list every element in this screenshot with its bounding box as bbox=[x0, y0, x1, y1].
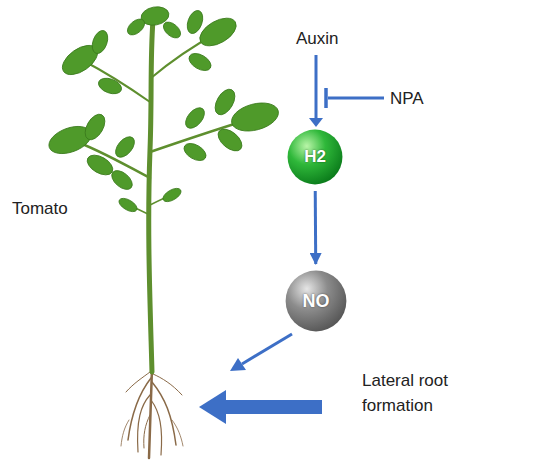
text-label: Auxin bbox=[296, 26, 339, 51]
root bbox=[121, 420, 129, 446]
tomato-roots bbox=[121, 368, 183, 458]
text-label: Tomato bbox=[12, 196, 68, 221]
inhibition-line bbox=[328, 97, 384, 100]
leaf bbox=[112, 133, 138, 160]
molecule-name: H2 bbox=[304, 147, 326, 167]
molecule-sphere: NO bbox=[285, 270, 347, 332]
branch bbox=[82, 60, 150, 102]
root bbox=[144, 415, 150, 448]
leaf bbox=[81, 111, 109, 143]
big-arrowhead bbox=[199, 390, 226, 424]
pathway-arrow bbox=[314, 191, 318, 264]
leaf bbox=[186, 50, 214, 74]
stem bbox=[149, 20, 153, 372]
leaf bbox=[84, 151, 116, 179]
leaf bbox=[181, 140, 209, 164]
leaf bbox=[89, 28, 110, 55]
leaf bbox=[108, 167, 135, 193]
leaf bbox=[184, 8, 205, 35]
leaf bbox=[96, 75, 123, 96]
sphere bbox=[286, 271, 347, 332]
text-label: NPA bbox=[390, 86, 424, 111]
root bbox=[152, 382, 176, 445]
tomato-leaves bbox=[45, 5, 281, 215]
sphere bbox=[288, 130, 343, 185]
leaf bbox=[160, 19, 183, 41]
big-arrow-shaft bbox=[224, 400, 322, 414]
auxin-arrow-shaft bbox=[315, 55, 318, 119]
root bbox=[172, 420, 183, 446]
molecule-name: NO bbox=[303, 291, 330, 312]
root bbox=[126, 372, 150, 392]
root bbox=[151, 400, 162, 455]
root bbox=[153, 374, 182, 395]
tomato-stem bbox=[72, 20, 254, 372]
leaf bbox=[228, 98, 281, 136]
arrowhead bbox=[309, 118, 323, 127]
inhibition-bar bbox=[324, 88, 328, 108]
leaf bbox=[214, 125, 246, 155]
leaf bbox=[211, 86, 239, 118]
leaf bbox=[161, 186, 183, 205]
root bbox=[128, 378, 151, 440]
no-arrow-shaft bbox=[242, 334, 292, 364]
leaf bbox=[117, 196, 139, 215]
text-label: Lateral root formation bbox=[362, 368, 492, 418]
leaf bbox=[124, 16, 147, 38]
arrowhead bbox=[230, 358, 246, 371]
root bbox=[138, 395, 150, 452]
pathway-arrows bbox=[199, 55, 384, 424]
molecule-sphere: H2 bbox=[287, 129, 343, 185]
leaf bbox=[182, 104, 208, 131]
